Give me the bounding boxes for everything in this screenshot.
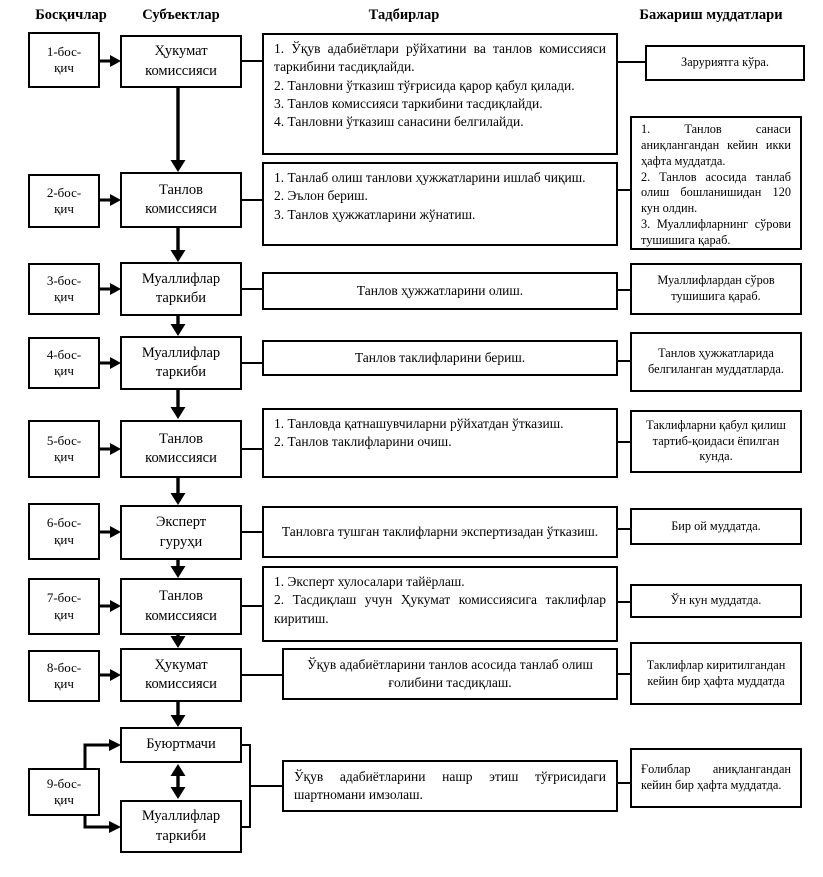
deadline-item: Таклифлар киритилгандан кейин бир ҳафта … (646, 657, 786, 688)
deadline-box-8: Таклифлар киритилгандан кейин бир ҳафта … (630, 642, 802, 705)
stage-box-8: 8-бос- қич (28, 650, 100, 702)
stage-box-9: 9-бос- қич (28, 768, 100, 816)
activity-item: 2. Танловни ўтказиш тўғрисида қарор қабу… (274, 77, 575, 93)
stage-box-4: 4-бос- қич (28, 337, 100, 389)
deadline-box-2: 1. Танлов санаси аниқлангандан кейин икк… (630, 116, 802, 250)
deadline-item: Таклифларни қабул қилиш тартиб-қоидаси ё… (646, 417, 786, 464)
deadline-item: Муаллифлардан сўров тушишига қараб. (657, 273, 775, 303)
arrow-stage-4 (100, 357, 121, 369)
activity-box-8: Ўқув адабиётларини танлов асосида танлаб… (282, 648, 618, 700)
activity-box-7: 1. Эксперт хулосалари тайёрлаш. 2. Тасди… (262, 566, 618, 642)
activity-item: 2. Тасдиқлаш учун Ҳукумат комиссиясига т… (274, 592, 606, 626)
deadline-box-4: Танлов ҳужжатларида белгиланган муддатла… (630, 332, 802, 392)
activity-item: 1. Танлаб олиш танлови ҳужжатларини ишла… (274, 170, 586, 185)
deadline-item: Танлов ҳужжатларида белгиланган муддатла… (648, 346, 784, 376)
arrow-stage-2 (100, 194, 121, 206)
flow-arrow-8-9 (170, 702, 186, 727)
subject-box-4: Муаллифлар таркиби (120, 336, 242, 390)
activity-box-1: 1. Ўқув адабиётлари рўйхатини ва танлов … (262, 33, 618, 155)
stage-box-1: 1-бос- қич (28, 32, 100, 88)
flow-arrow-7-8 (170, 635, 186, 648)
activity-item: Танлов таклифларини бериш. (354, 349, 526, 365)
arrow-stage-9-down (83, 816, 121, 833)
double-arrow-customer-authors (170, 764, 186, 799)
stage-box-6: 6-бос- қич (28, 503, 100, 560)
arrow-stage-9-up (83, 739, 121, 768)
deadline-box-5: Таклифларни қабул қилиш тартиб-қоидаси ё… (630, 410, 802, 473)
flow-arrow-3-4 (170, 316, 186, 336)
activity-item: Танловга тушган таклифларни экспертизада… (281, 523, 599, 539)
column-header-subjects: Субъектлар (142, 7, 220, 23)
stage-box-3: 3-бос- қич (28, 263, 100, 315)
deadline-item: 2. Танлов асосида танлаб олиш бошланишид… (641, 169, 791, 216)
column-header-stages: Босқичлар (35, 7, 107, 23)
deadline-box-7: Ўн кун муддатда. (630, 584, 802, 618)
deadline-item: Ўн кун муддатда. (670, 593, 762, 608)
activity-box-6: Танловга тушган таклифларни экспертизада… (262, 506, 618, 558)
deadline-box-3: Муаллифлардан сўров тушишига қараб. (630, 263, 802, 315)
deadline-item: 3. Муаллифларнинг сўрови тушишига қараб. (641, 217, 791, 248)
deadline-item: Бир ой муддатда. (671, 518, 761, 533)
column-header-activities: Тадбирлар (368, 7, 440, 23)
stage-box-2: 2-бос- қич (28, 174, 100, 228)
subject-box-3: Муаллифлар таркиби (120, 262, 242, 316)
deadline-box-1: Заруриятга кўра. (645, 45, 805, 81)
activity-item: Танлов ҳужжатларини олиш. (356, 282, 524, 298)
subject-box-7: Танлов комиссияси (120, 578, 242, 635)
activity-item: 2. Эълон бериш. (274, 188, 368, 204)
arrow-stage-1 (100, 55, 121, 67)
arrow-stage-6 (100, 526, 121, 538)
subject-box-6: Эксперт гуруҳи (120, 505, 242, 560)
deadline-item: Заруриятга кўра. (681, 55, 769, 70)
activity-item: Ўқув адабиётларини нашр этиш тўғрисидаги… (294, 768, 606, 802)
deadline-box-9: Ғолиблар аниқлангандан кейин бир ҳафта м… (630, 748, 802, 808)
flow-arrow-4-5 (170, 390, 186, 419)
flow-arrow-1-2 (170, 88, 186, 172)
activity-item: Ўқув адабиётларини танлов асосида танлаб… (307, 656, 593, 690)
flow-arrow-2-3 (170, 228, 186, 262)
deadline-item: Ғолиблар аниқлангандан кейин бир ҳафта м… (641, 762, 791, 792)
activity-box-5: 1. Танловда қатнашувчиларни рўйхатдан ўт… (262, 408, 618, 478)
activity-item: 1. Ўқув адабиётлари рўйхатини ва танлов … (274, 41, 606, 75)
activity-box-4: Танлов таклифларини бериш. (262, 340, 618, 376)
activity-box-2: 1. Танлаб олиш танлови ҳужжатларини ишла… (262, 162, 618, 246)
activity-item: 3. Танлов комиссияси таркибини тасдиқлай… (274, 96, 543, 112)
activity-item: 2. Танлов таклифларини очиш. (274, 434, 452, 450)
arrow-stage-8 (100, 669, 121, 681)
flow-arrow-5-6 (170, 478, 186, 505)
activity-item: 1. Танловда қатнашувчиларни рўйхатдан ўт… (274, 416, 564, 431)
arrow-stage-5 (100, 443, 121, 455)
activity-item: 3. Танлов ҳужжатларини жўнатиш. (274, 206, 476, 222)
deadline-box-6: Бир ой муддатда. (630, 508, 802, 545)
activity-box-9: Ўқув адабиётларини нашр этиш тўғрисидаги… (282, 760, 618, 812)
activity-item: 4. Танловни ўтказиш санасини белгилайди. (274, 114, 524, 130)
stage-box-7: 7-бос- қич (28, 578, 100, 635)
subject-box-9-authors: Муаллифлар таркиби (120, 800, 242, 853)
subject-box-9-customer: Буюртмачи (120, 727, 242, 763)
column-header-deadlines: Бажариш муддатлари (639, 7, 783, 23)
arrow-stage-7 (100, 600, 121, 612)
activity-box-3: Танлов ҳужжатларини олиш. (262, 272, 618, 310)
subject-box-5: Танлов комиссияси (120, 420, 242, 478)
link-bracket-row-9 (242, 744, 282, 828)
stage-box-5: 5-бос- қич (28, 420, 100, 478)
subject-box-1: Ҳукумат комиссияси (120, 35, 242, 88)
subject-box-2: Танлов комиссияси (120, 172, 242, 228)
arrow-stage-3 (100, 283, 121, 295)
activity-item: 1. Эксперт хулосалари тайёрлаш. (274, 574, 465, 589)
flow-arrow-6-7 (170, 560, 186, 578)
deadline-item: 1. Танлов санаси аниқлангандан кейин икк… (641, 122, 791, 168)
subject-box-8: Ҳукумат комиссияси (120, 648, 242, 702)
